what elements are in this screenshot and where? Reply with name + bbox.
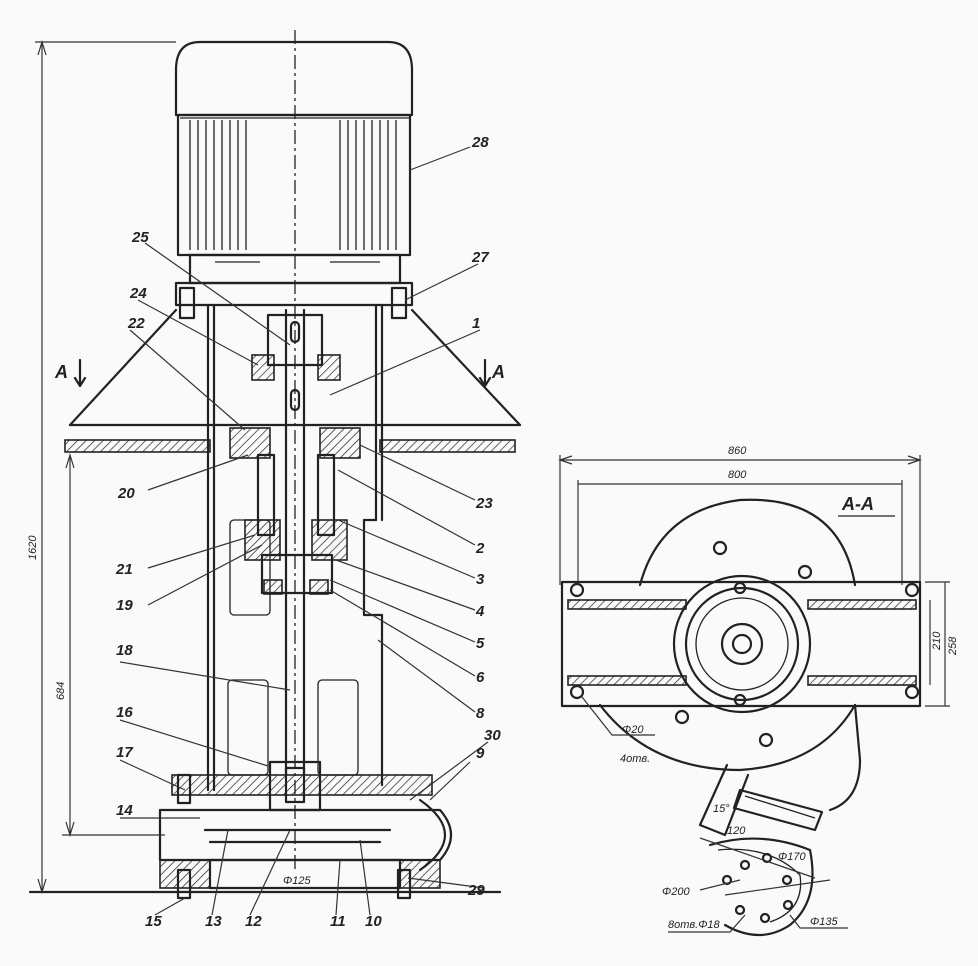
callout-28: 28 [471, 134, 489, 151]
callout-5: 5 [476, 635, 485, 652]
dim-plan-height-inner: 210 [931, 631, 943, 651]
callout-3: 3 [476, 571, 485, 588]
callout-20: 20 [117, 485, 135, 502]
callout-29: 29 [467, 882, 485, 899]
section-title: А-А [841, 494, 874, 514]
dim-plan-width: 860 [728, 445, 747, 457]
side-view: 28 27 1 25 24 22 20 23 2 3 4 5 6 8 21 19… [27, 30, 522, 930]
callout-8: 8 [476, 705, 485, 722]
dim-hole-count: 4отв. [620, 753, 650, 765]
electric-motor [174, 40, 414, 307]
dimension-lines [35, 39, 176, 895]
dim-flange-small: Φ135 [810, 916, 838, 928]
callout-27: 27 [471, 249, 489, 266]
callout-24: 24 [129, 285, 147, 302]
dim-offset: 120 [727, 825, 746, 837]
callout-23: 23 [475, 495, 493, 512]
dim-flange-dia: Φ200 [662, 886, 690, 898]
section-mark-left: A [54, 362, 68, 382]
callout-19: 19 [116, 597, 133, 614]
callout-21: 21 [115, 561, 133, 578]
section-mark-right: A [491, 362, 505, 382]
callout-11: 11 [330, 913, 346, 930]
callout-16: 16 [116, 704, 133, 721]
callout-22: 22 [127, 315, 145, 332]
callout-17: 17 [116, 744, 133, 761]
dim-overall-height: 1620 [27, 535, 39, 560]
callout-13: 13 [205, 913, 222, 930]
dim-angle: 15° [713, 803, 730, 815]
section-view-a-a: А-А 860 800 [558, 445, 959, 936]
dim-impeller-dia: Φ125 [283, 875, 311, 887]
leader-lines [119, 146, 489, 916]
callout-14: 14 [116, 802, 133, 819]
callout-25: 25 [131, 229, 149, 246]
dim-plan-inner: 800 [728, 469, 747, 481]
callout-1: 1 [472, 315, 480, 332]
mounting-plate [64, 308, 522, 453]
dim-bolt-circle: Φ170 [778, 851, 806, 863]
pump-volute [158, 760, 453, 900]
callout-10: 10 [365, 913, 382, 930]
dim-lower-height: 684 [55, 682, 67, 700]
callout-30: 30 [484, 727, 501, 744]
callout-18: 18 [116, 642, 133, 659]
bearing-housing [229, 354, 361, 595]
dim-hole-dia: Φ20 [622, 724, 644, 736]
callout-9: 9 [476, 745, 485, 762]
callout-12: 12 [245, 913, 262, 930]
callout-2: 2 [475, 540, 485, 557]
dim-flange-holes: 8отв.Φ18 [668, 919, 721, 931]
pump-shaft [266, 30, 324, 870]
callout-6: 6 [476, 669, 485, 686]
callout-15: 15 [145, 913, 162, 930]
dim-plan-height-outer: 258 [947, 636, 959, 656]
callout-4: 4 [475, 603, 485, 620]
